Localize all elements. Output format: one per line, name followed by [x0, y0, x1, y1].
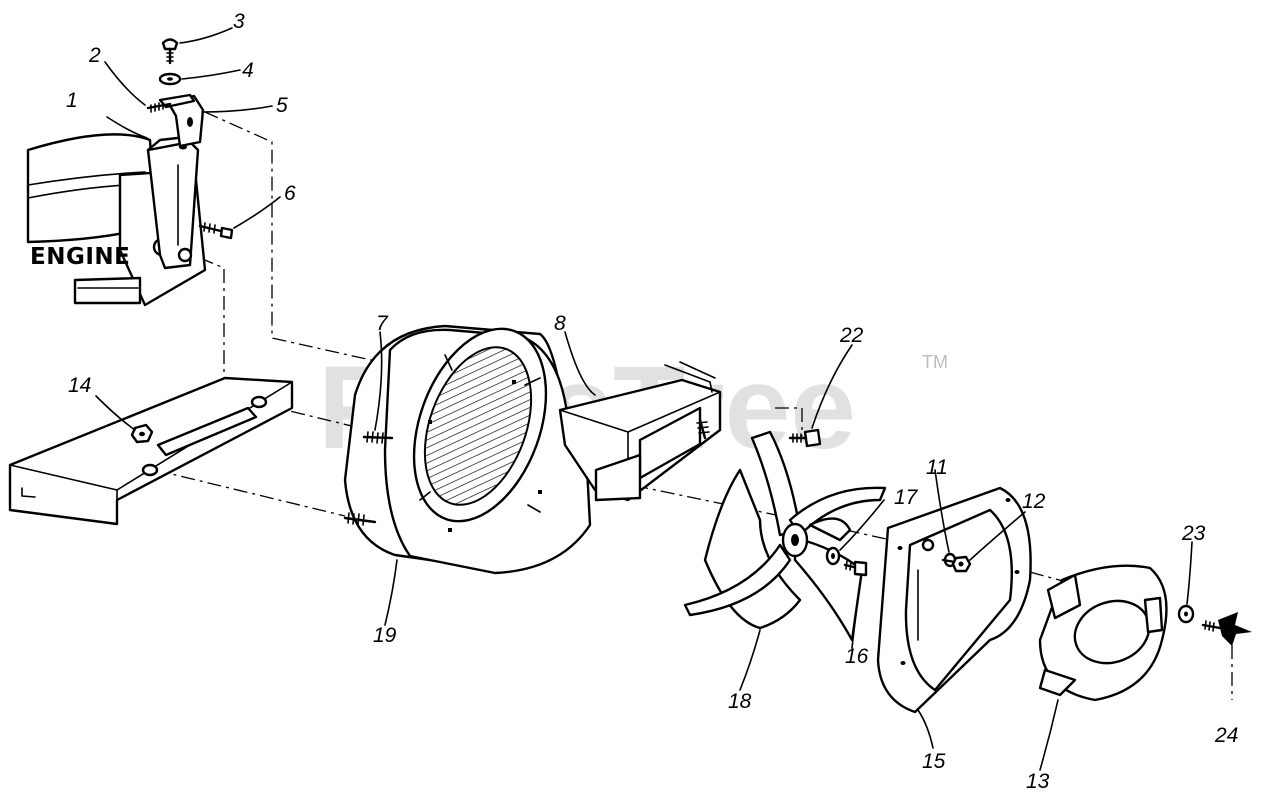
callout-17: 17 — [894, 486, 919, 509]
callout-1: 1 — [66, 89, 78, 112]
callout-7: 7 — [376, 312, 389, 335]
plate-hardware — [941, 552, 972, 573]
callout-6: 6 — [284, 182, 296, 205]
bolt-22 — [788, 428, 822, 448]
base-mounting-plate — [8, 376, 294, 526]
upper-bracket — [158, 93, 205, 148]
impeller — [683, 430, 887, 642]
trademark-text: TM — [922, 352, 948, 372]
engine-label: ENGINE — [30, 244, 130, 270]
callout-18: 18 — [728, 690, 752, 713]
leader-lines — [95, 27, 1193, 771]
callout-2: 2 — [88, 44, 101, 67]
chute-bracket — [558, 361, 722, 502]
callout-19: 19 — [373, 624, 397, 647]
callout-11: 11 — [926, 456, 948, 479]
callout-13: 13 — [1026, 770, 1050, 793]
small-hardware — [146, 38, 234, 240]
callout-4: 4 — [242, 59, 254, 82]
callout-5: 5 — [276, 94, 288, 117]
blower-housing — [343, 324, 592, 575]
callout-23: 23 — [1181, 522, 1206, 545]
callout-16: 16 — [845, 645, 869, 668]
back-plate — [876, 486, 1032, 714]
callout-3: 3 — [233, 10, 245, 33]
callout-24: 24 — [1214, 724, 1238, 747]
knob-hardware — [1177, 604, 1252, 646]
callout-22: 22 — [839, 324, 864, 347]
callout-14: 14 — [68, 374, 91, 397]
impeller-hardware — [825, 546, 868, 577]
callout-15: 15 — [922, 750, 946, 773]
callouts: 1 2 3 4 5 6 7 8 11 12 13 14 15 16 17 18 … — [66, 10, 1238, 793]
callout-12: 12 — [1022, 490, 1046, 513]
callout-8: 8 — [554, 312, 566, 335]
impeller-cover — [1038, 564, 1168, 702]
